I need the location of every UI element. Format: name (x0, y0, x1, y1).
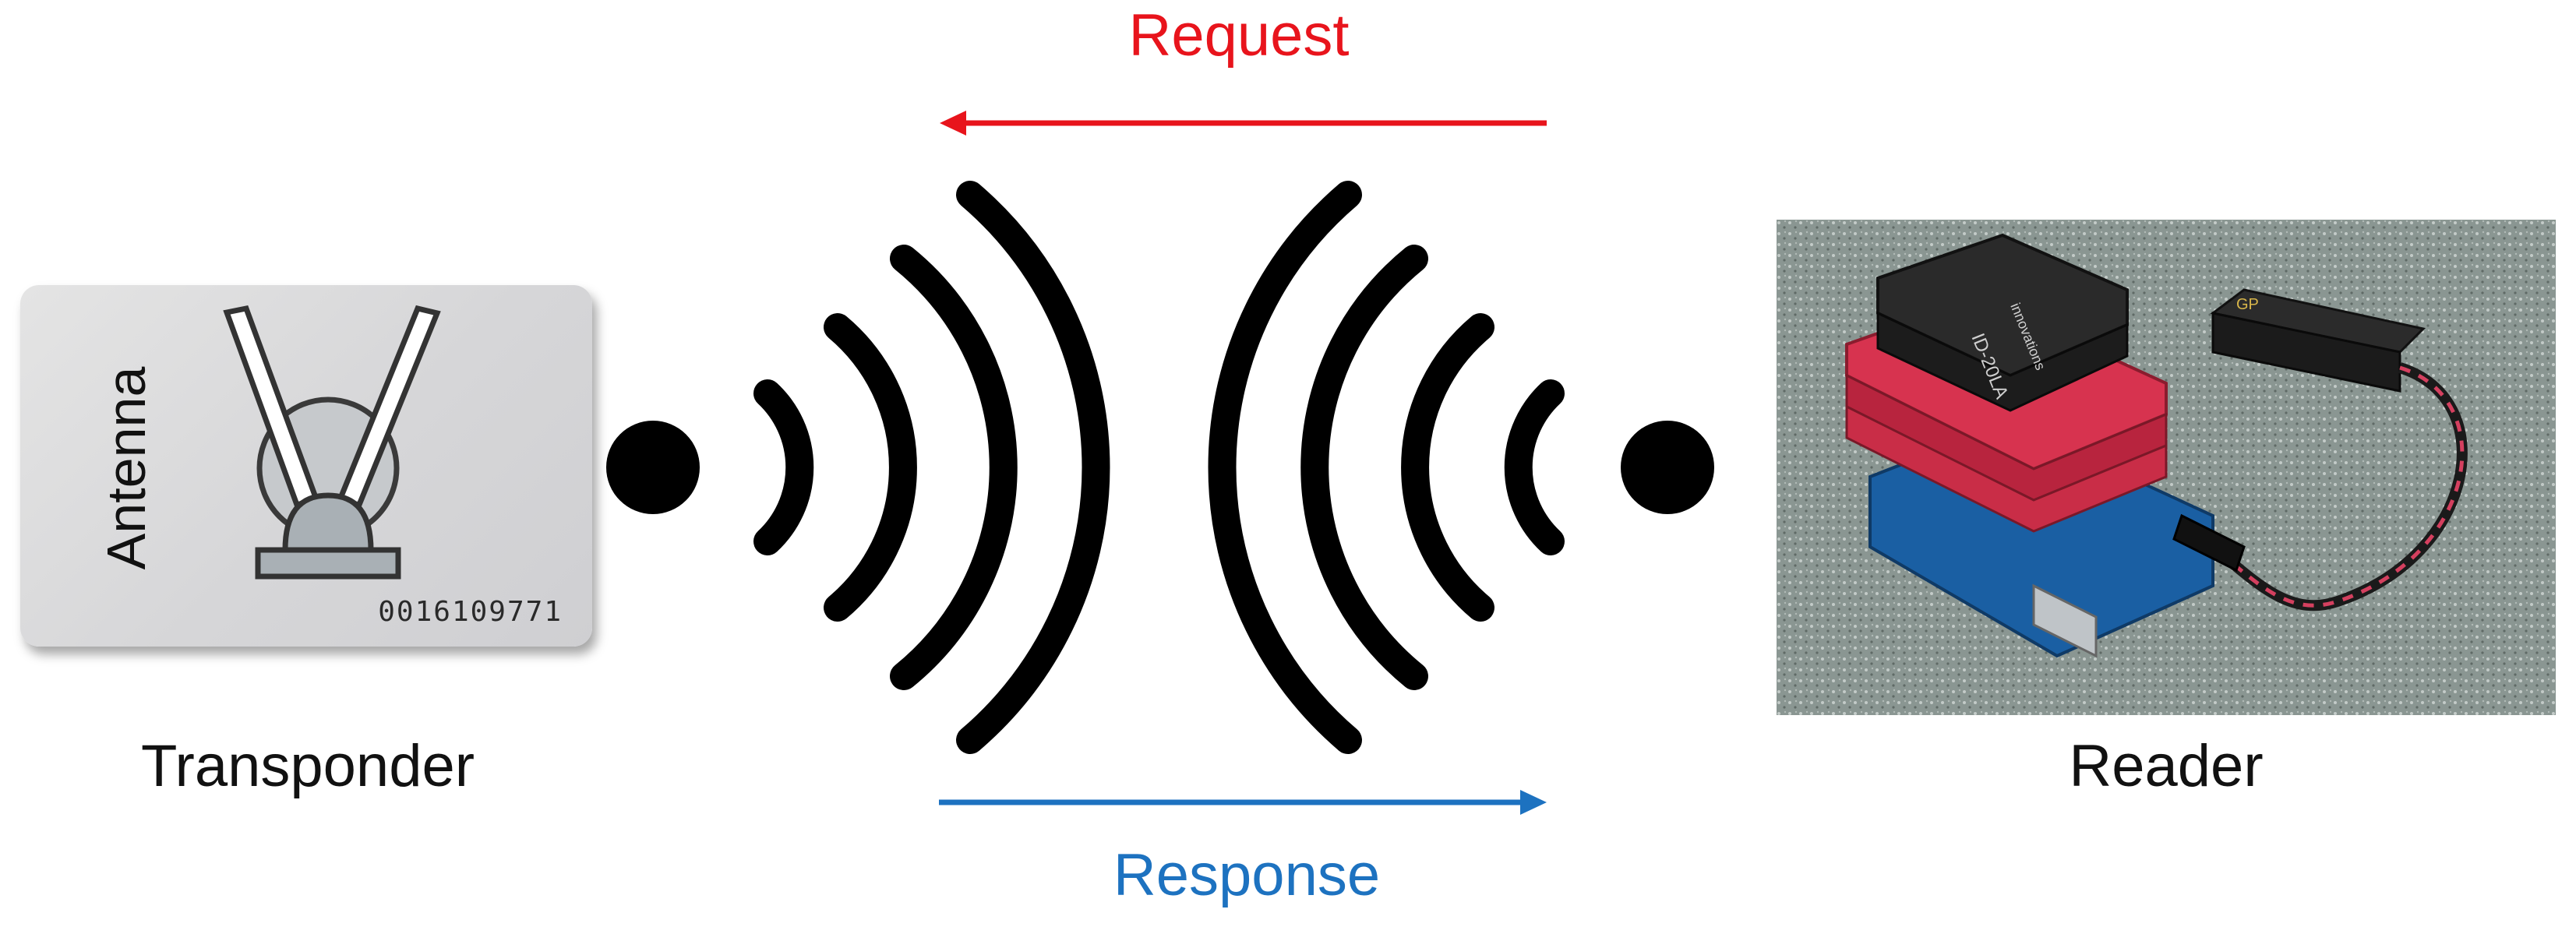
response-arrow (939, 790, 1547, 815)
right-wave-1 (1504, 379, 1565, 555)
request-arrow (940, 111, 1547, 136)
antenna-label: Antenna (96, 366, 157, 570)
right-wave-arcs (1208, 181, 1565, 754)
left-wave-1 (753, 379, 814, 555)
left-wave-2 (824, 313, 917, 622)
card-number: 0016109771 (378, 596, 563, 628)
battery-brand-text: GP (2236, 296, 2259, 313)
right-wave-3 (1300, 245, 1428, 690)
transponder-card: Antenna 0016109771 (20, 285, 592, 647)
reader-photo: ID-20LA innovations GP (1777, 220, 2556, 715)
request-label: Request (1128, 2, 1350, 69)
transponder-label: Transponder (140, 733, 475, 799)
right-wave-4 (1208, 181, 1362, 754)
reader-hardware-illustration: ID-20LA innovations GP (1777, 220, 2556, 715)
right-signal-dot (1621, 421, 1714, 514)
response-label: Response (1113, 842, 1381, 908)
left-wave-3 (890, 245, 1018, 690)
antenna-icon (223, 305, 441, 580)
left-wave-4 (956, 181, 1110, 754)
reader-label: Reader (2069, 733, 2264, 799)
right-wave-2 (1401, 313, 1494, 622)
left-wave-arcs (753, 181, 1110, 754)
left-signal-dot (606, 421, 700, 514)
